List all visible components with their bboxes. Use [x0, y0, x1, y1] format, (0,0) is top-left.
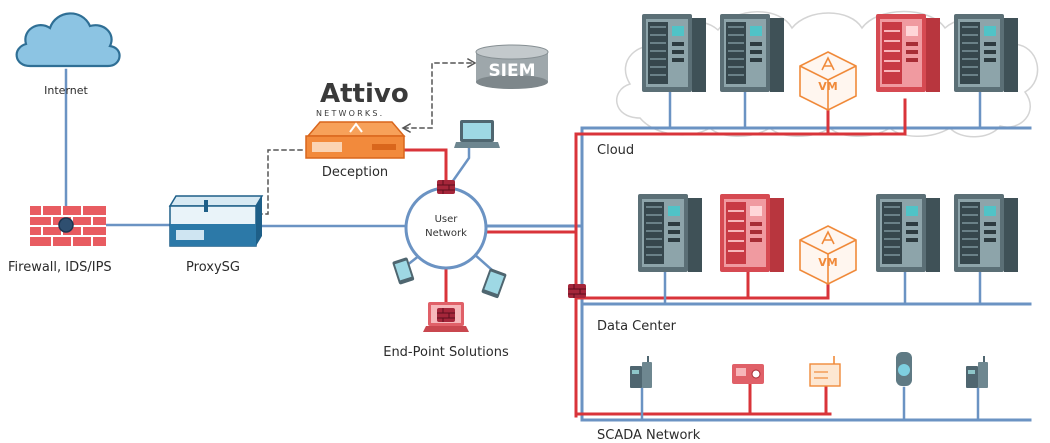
scada-decoy-device-icon [732, 364, 764, 384]
scada-network-label: SCADA Network [597, 428, 701, 443]
scada-decoy-device-icon [809, 356, 841, 387]
scada-device-icon [629, 355, 653, 389]
tablet-icon [481, 268, 507, 299]
endpoint-laptop-icon [423, 302, 469, 332]
mini-firewall-icon [567, 283, 587, 299]
svg-text:NETWORKS.: NETWORKS. [316, 109, 384, 118]
svg-text:SIEM: SIEM [488, 61, 535, 81]
internet-cloud-icon [15, 12, 121, 68]
scada-device-icon [965, 355, 989, 389]
laptop-icon [454, 120, 500, 148]
cloud-server-icon [954, 14, 1018, 92]
data-center-label: Data Center [597, 319, 676, 334]
deception-label: Deception [321, 165, 389, 180]
cloud-decoy-server-icon [876, 14, 940, 92]
attivo-networks-logo: Attivo NETWORKS. [316, 79, 409, 118]
proxysg-label: ProxySG [186, 260, 240, 275]
user-network-ring: User Network [404, 186, 488, 270]
firewall-icon [30, 206, 106, 246]
datacenter-server-icon [876, 194, 940, 272]
mini-firewall-icon [436, 179, 456, 195]
svg-text:User: User [435, 214, 459, 225]
scada-sensor-icon [896, 352, 912, 386]
vm-label: VM [818, 256, 837, 269]
cloud-server-icon [642, 14, 706, 92]
deception-appliance-icon [305, 121, 406, 159]
vm-decoy-icon [799, 225, 857, 285]
internet-label: Internet [44, 84, 88, 97]
siem-database-icon: SIEM [475, 44, 549, 89]
tablet-icon [392, 257, 415, 285]
endpoint-label: End-Point Solutions [383, 345, 509, 360]
datacenter-server-icon [954, 194, 1018, 272]
datacenter-server-icon [638, 194, 702, 272]
firewall-label: Firewall, IDS/IPS [8, 260, 112, 275]
cloud-label: Cloud [597, 143, 635, 158]
cloud-server-icon [720, 14, 784, 92]
svg-text:Attivo: Attivo [320, 79, 409, 109]
datacenter-decoy-server-icon [720, 194, 784, 272]
svg-text:Network: Network [425, 228, 467, 239]
vm-label: VM [818, 80, 837, 93]
proxysg-appliance-icon [168, 195, 264, 247]
